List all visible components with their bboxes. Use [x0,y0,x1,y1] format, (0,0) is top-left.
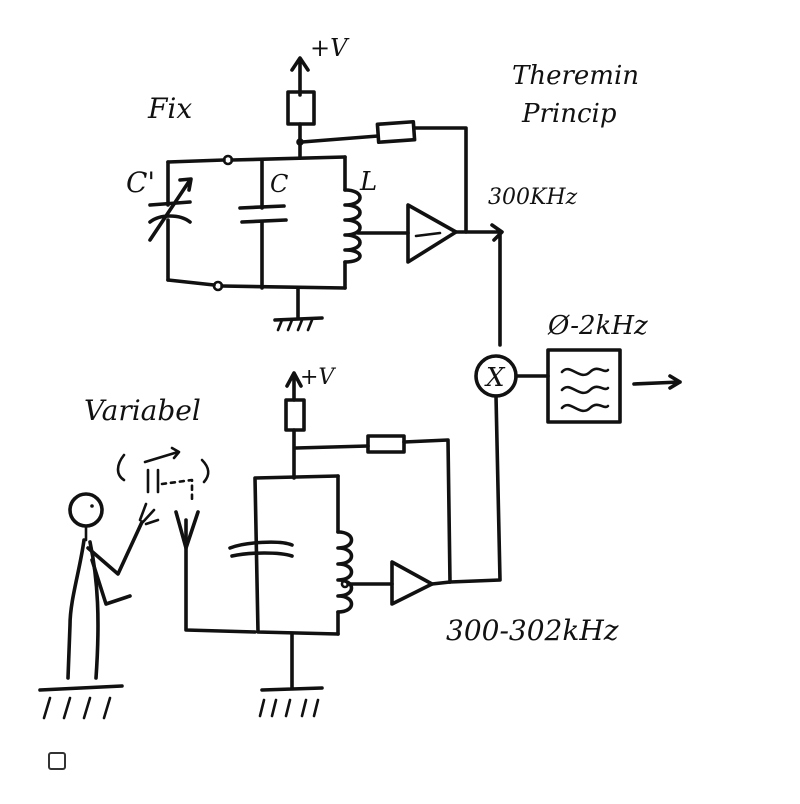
terminal-top [222,154,234,166]
label-freq-fixed: 300KHz [488,185,578,210]
floor-line [38,684,124,692]
label-plus-v-bottom: +V [300,365,336,390]
ground-bottom [258,632,324,718]
antenna [174,510,257,634]
coil-l [343,155,410,290]
ground-top [273,286,324,332]
fixed-oscillator [148,56,504,347]
supply-arrow-top [290,56,310,97]
person-arm-low [90,558,132,606]
top-rail [166,155,347,164]
label-plus-v-top: +V [310,34,350,62]
label-fix: Fix [147,92,192,125]
amplifier-bottom [390,560,434,606]
amplifier-top [406,203,458,264]
person-body [66,538,86,680]
capacitor-bottom [228,540,294,558]
supply-resistor-top [286,90,316,126]
feedback-wire-right [412,126,468,234]
title-line1: Theremin [512,61,639,91]
filter-wave-3 [560,403,610,413]
label-c: C [270,170,288,198]
lowpass-filter [546,348,682,424]
wire-to-mixer-top [454,223,504,347]
label-variabel: Variabel [84,394,201,427]
wire-from-mixer-bottom [448,394,502,584]
label-filter-band: Ø-2kHz [547,311,648,341]
feedback-resistor-top [375,119,417,145]
bottom-rail [166,278,347,290]
supply-resistor-bottom [284,398,306,432]
feedback-wire-left [300,134,380,144]
variable-oscillator [116,371,452,718]
capacitor-c [238,158,288,290]
variable-capacitor [148,160,193,282]
feedback-resistor-bottom [366,434,406,454]
filter-box [546,348,622,424]
tank-outline [253,474,340,636]
hand-capacitance-hint [116,446,210,502]
title-line2: Princip [521,99,617,129]
stick-figure-person [38,492,160,720]
mixer-label: X [484,363,506,393]
person-arm-raised [86,520,144,576]
label-l: L [359,167,377,197]
label-c-prime: C' [126,166,155,199]
supply-arrow-bottom [285,371,303,402]
label-freq-variable: 300-302kHz [446,614,619,647]
output-arrow [632,374,682,390]
filter-wave-1 [560,367,610,377]
terminal-bottom [212,280,224,292]
person-head [68,492,104,528]
mixer: X [448,354,550,584]
filter-wave-2 [560,385,610,395]
checkbox-icon[interactable] [48,752,66,770]
coil-bottom [336,474,394,636]
